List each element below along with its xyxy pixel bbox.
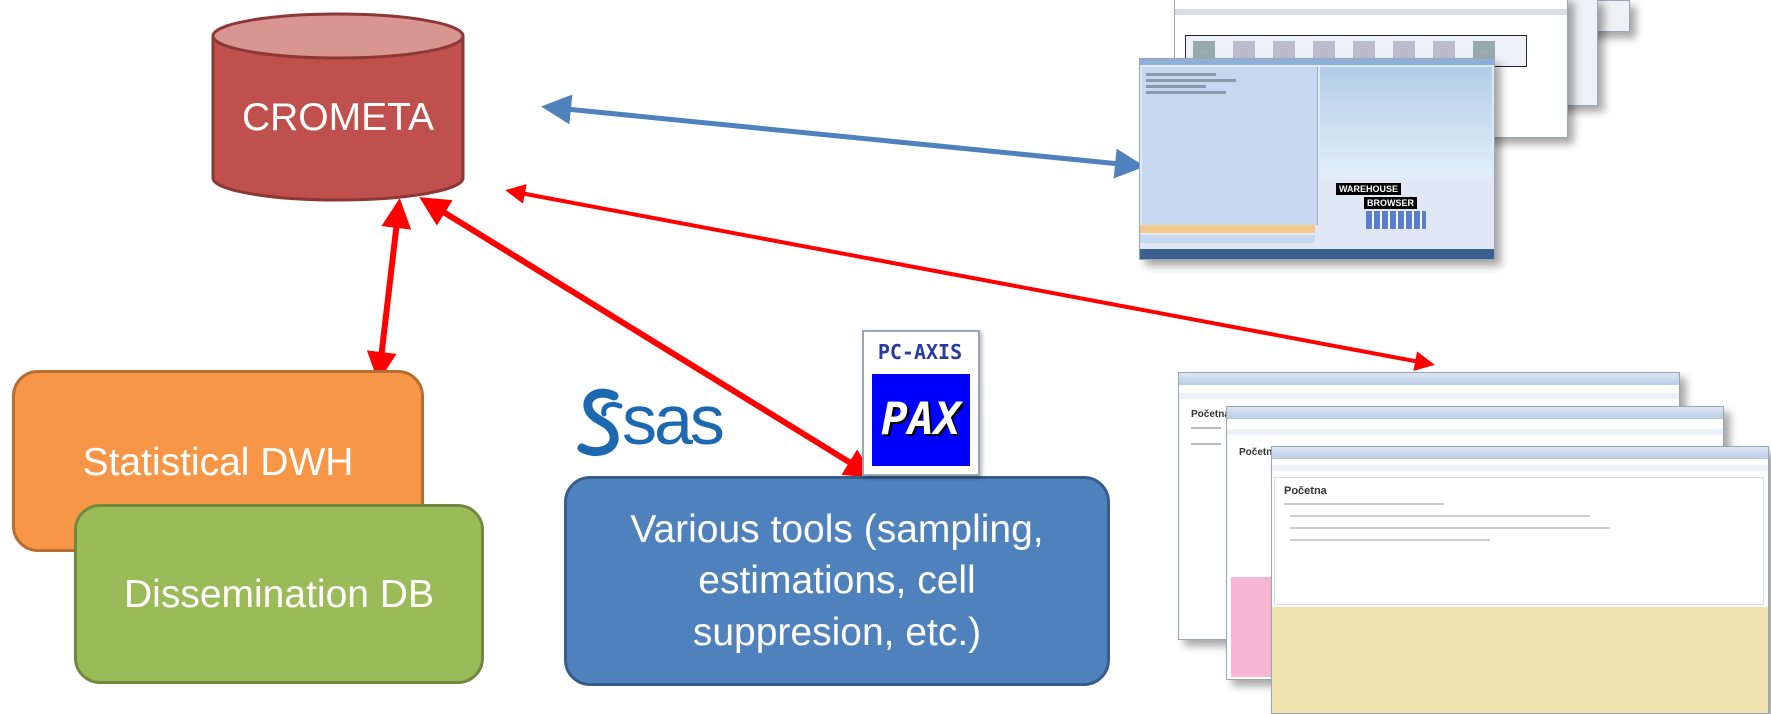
warehouse-badge: WAREHOUSE BROWSER [1336,183,1426,231]
pink-panel [1231,577,1277,677]
crometa-cylinder [211,12,465,202]
left-panel-footer-1 [1140,225,1315,233]
cylinder-top [211,12,465,60]
various-tools-label: Various tools (sampling, estimations, ce… [630,507,1044,654]
browser-titlebar [1272,447,1768,459]
sas-logo: sas [576,381,746,464]
arrow-crometa-portal [505,184,1435,371]
dissemination-db-box [74,504,484,684]
portal-front-heading: Početna [1284,485,1327,497]
pcaxis-top-text: PC-AXIS [877,340,963,364]
right-panel [1320,67,1492,177]
arrow-crometa-warehouse [541,94,1145,179]
dissemination-db-label: Dissemination DB [124,572,434,616]
portal-back-heading: Početna [1191,409,1230,420]
portal-footer-panel [1272,607,1768,713]
various-tools-box [564,476,1110,686]
pcaxis-blue-panel [872,374,970,466]
pcaxis-logo: PC-AXIS PAX [862,330,980,476]
portal-screenshot-front: Početna [1271,446,1769,714]
keyboard-graphic [1366,211,1426,229]
warehouse-badge-line2: BROWSER [1364,197,1417,209]
arrow-crometa-dwh [366,198,412,382]
pcaxis-main-text: PAX [881,394,961,445]
warehouse-badge-line1: WAREHOUSE [1336,183,1402,195]
warehouse-screenshot-front: WAREHOUSE BROWSER [1139,58,1495,260]
portal-content-border [1274,477,1764,605]
window-titlebar [1140,59,1494,65]
portal-mid-heading: Početna [1239,447,1278,458]
left-panel-footer-2 [1140,235,1315,243]
cylinder-body [211,34,465,202]
statistical-dwh-label: Statistical DWH [82,440,354,484]
taskbar [1140,249,1494,259]
crometa-label: CROMETA [241,95,435,139]
sas-swirl-icon [577,388,623,456]
sas-logo-text: sas [622,381,725,459]
browser-nav [1272,465,1768,471]
